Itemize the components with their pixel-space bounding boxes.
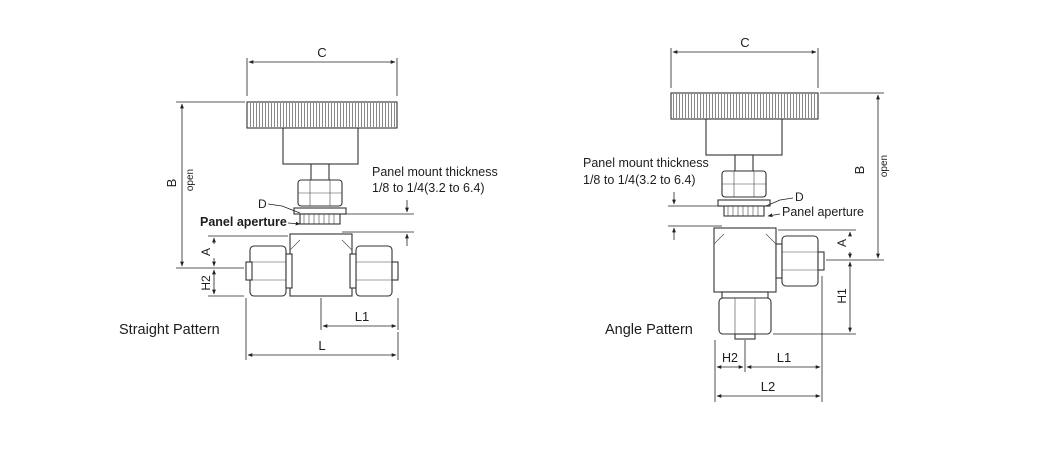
- straight-caption: Straight Pattern: [119, 322, 220, 338]
- straight-left-tube: [245, 261, 253, 281]
- straight-dim-d-label: D: [258, 197, 267, 211]
- angle-dim-l1-label: L1: [777, 350, 791, 365]
- angle-dim-open-label: open: [879, 155, 890, 177]
- angle-panel-mount-line1: Panel mount thickness: [583, 156, 709, 170]
- angle-dim-h1-label: H1: [835, 288, 849, 304]
- angle-bottom-fitting-nut: [718, 297, 772, 335]
- angle-valve-body: [713, 227, 777, 293]
- angle-dim-l2-label: L2: [761, 379, 775, 394]
- angle-panel-aperture-label: Panel aperture: [782, 205, 864, 219]
- straight-handle-knurl: [248, 103, 396, 127]
- straight-stem: [310, 163, 330, 181]
- straight-valve-body: [289, 233, 353, 297]
- straight-panel-aperture-label: Panel aperture: [200, 215, 287, 229]
- straight-right-tube: [391, 261, 399, 281]
- angle-pattern-drawing: C B open A H1 H2 L1 L2 D Panel aperture: [583, 35, 890, 402]
- angle-dim-d-label: D: [795, 190, 804, 204]
- angle-caption: Angle Pattern: [605, 322, 693, 338]
- straight-dim-a-label: A: [199, 248, 213, 256]
- straight-dim-open-label: open: [185, 169, 196, 191]
- angle-panel-mount-line2: 1/8 to 1/4(3.2 to 6.4): [583, 173, 696, 187]
- angle-right-fitting-nut: [781, 235, 819, 287]
- angle-bottom-tube: [734, 333, 756, 340]
- straight-panel-mount-line1: Panel mount thickness: [372, 165, 498, 179]
- angle-dim-b-label: B: [852, 166, 867, 175]
- straight-bonnet: [282, 127, 359, 165]
- straight-panel-nut: [293, 207, 347, 215]
- angle-dim-a-label: A: [835, 239, 849, 247]
- straight-pattern-drawing: C B open A H2 L1 L D Panel aperture Pa: [119, 45, 498, 360]
- straight-dim-l1-label: L1: [355, 309, 369, 324]
- angle-dim-h2-label: H2: [722, 351, 738, 365]
- angle-panel-thread: [723, 205, 765, 217]
- angle-handle-knurl: [672, 94, 817, 118]
- straight-left-fitting-nut: [249, 245, 287, 297]
- angle-right-tube: [817, 251, 825, 271]
- straight-dim-h2-label: H2: [199, 275, 213, 291]
- angle-bonnet: [705, 118, 783, 156]
- straight-right-fitting-nut: [355, 245, 393, 297]
- angle-stem: [734, 154, 754, 172]
- straight-panel-thread: [299, 213, 341, 225]
- angle-dim-c-label: C: [740, 35, 749, 50]
- straight-panel-mount-line2: 1/8 to 1/4(3.2 to 6.4): [372, 181, 485, 195]
- straight-dim-l-label: L: [318, 338, 325, 353]
- straight-dim-c-label: C: [317, 45, 326, 60]
- angle-panel-nut: [717, 199, 771, 207]
- straight-dim-b-label: B: [164, 179, 179, 188]
